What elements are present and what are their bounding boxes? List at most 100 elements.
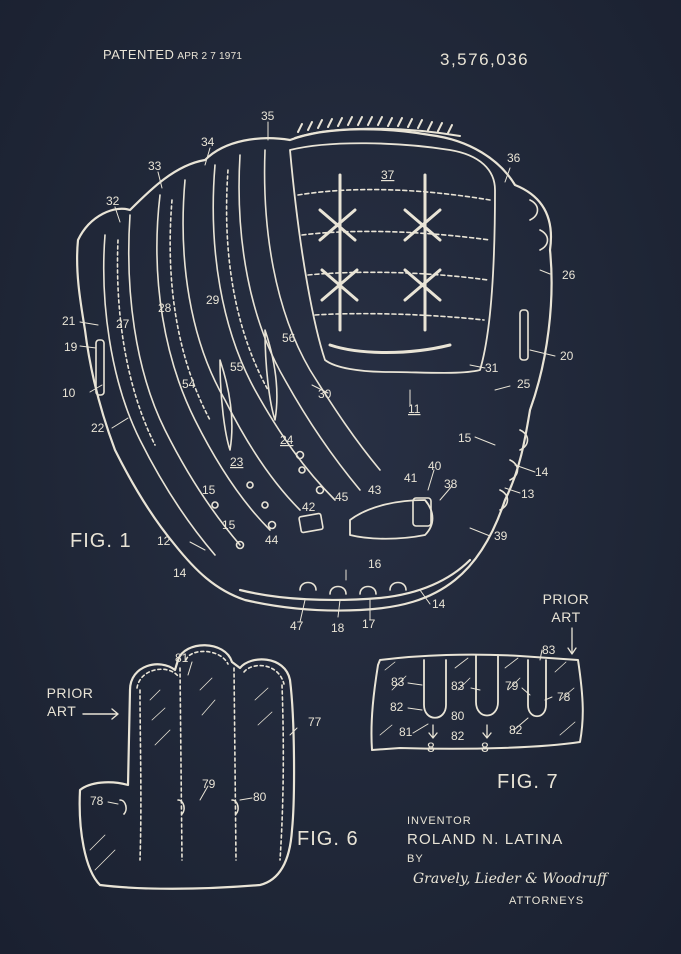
- ref6-80: 80: [253, 790, 267, 804]
- ref-32: 32: [106, 194, 120, 208]
- ref-56: 56: [282, 331, 296, 345]
- attorney-signature: Gravely, Lieder & Woodruff: [413, 871, 608, 887]
- ref-21: 21: [62, 314, 76, 328]
- ref-34: 34: [201, 135, 215, 149]
- finger-stall-5: [212, 164, 336, 501]
- ref-11: 11: [408, 402, 421, 416]
- strap-tab: [298, 512, 324, 534]
- ref-41: 41: [404, 471, 418, 485]
- ref7-83b: 83: [391, 675, 405, 689]
- thumb-lacing: [499, 199, 549, 511]
- ref-26: 26: [562, 268, 576, 282]
- ref-10: 10: [62, 386, 76, 400]
- ref7-81: 81: [399, 725, 413, 739]
- stall-seam-1: [116, 239, 156, 446]
- finger-stall-6: [238, 154, 361, 491]
- ref-39: 39: [494, 529, 508, 543]
- ref-23: 23: [230, 455, 244, 469]
- web-top-binding: [294, 116, 461, 139]
- fig7-outline: [370, 653, 584, 751]
- fig7-hatching: [379, 657, 576, 736]
- ref-22: 22: [91, 421, 105, 435]
- ref-45: 45: [335, 490, 349, 504]
- ref-38: 38: [444, 477, 458, 491]
- ref-31: 31: [485, 361, 499, 375]
- pinky-slot: [95, 339, 105, 396]
- ref-24: 24: [280, 433, 294, 447]
- ref-18: 18: [331, 621, 345, 635]
- web-rib-2: [301, 230, 491, 241]
- fig7-section-drawing: [370, 627, 584, 751]
- fig6-finger-dividers: [139, 667, 285, 861]
- wrist-strap: [349, 499, 434, 540]
- patented-label: PATENTED: [103, 47, 175, 62]
- strap-buckle: [412, 497, 432, 527]
- ref-13: 13: [521, 487, 535, 501]
- ref-28: 28: [158, 301, 172, 315]
- ref-29: 29: [206, 293, 220, 307]
- fig6-reference-numerals: 81 77 79 78 80: [90, 651, 322, 808]
- ref-15c: 15: [222, 518, 236, 532]
- ref-30: 30: [318, 387, 332, 401]
- fig7-leaders: [407, 649, 553, 734]
- vent-holes: [211, 450, 325, 550]
- fig6-prior-arrow: [82, 708, 119, 720]
- heel-binding: [238, 558, 472, 602]
- web-rib-1: [297, 188, 491, 201]
- fig1-label: FIG. 1: [70, 530, 132, 552]
- ref-25: 25: [517, 377, 531, 391]
- thumb-slot: [519, 309, 529, 361]
- ref-54: 54: [182, 377, 196, 391]
- ref7-8b: 8: [481, 739, 489, 755]
- fig6-hatching: [89, 677, 273, 871]
- ref-16: 16: [368, 557, 382, 571]
- ref-17: 17: [362, 617, 376, 631]
- ref7-82a: 82: [390, 700, 404, 714]
- ref-44: 44: [265, 533, 279, 547]
- fig6-stitch-outline: [136, 650, 285, 689]
- ref7-82b: 82: [451, 729, 465, 743]
- ref-55: 55: [230, 360, 244, 374]
- finger-stall-4: [182, 179, 301, 511]
- finger-stall-3: [156, 194, 271, 531]
- fig6-label: FIG. 6: [297, 828, 359, 850]
- ref7-83a: 83: [542, 643, 556, 657]
- stall-seam-3: [225, 169, 269, 391]
- web-pocket: [289, 142, 496, 374]
- leader-lines: [79, 121, 556, 623]
- ref-35: 35: [261, 109, 275, 123]
- ref-43: 43: [368, 483, 382, 497]
- ref-47: 47: [290, 619, 304, 633]
- ref7-82c: 82: [509, 723, 523, 737]
- fig7-finger-slots: [423, 654, 547, 719]
- patented-date: APR 2 7 1971: [177, 51, 243, 62]
- ref-19: 19: [64, 340, 78, 354]
- fig6-prior-line2: ART: [47, 703, 77, 719]
- ref-12: 12: [157, 534, 171, 548]
- web-lacing: [318, 173, 452, 354]
- fig6-finger-tips: [119, 799, 239, 815]
- palm-groove-1: [264, 329, 278, 421]
- ref6-81: 81: [175, 651, 189, 665]
- ref7-83c: 83: [451, 679, 465, 693]
- ref-42: 42: [302, 500, 316, 514]
- fig6-prior-line1: PRIOR: [46, 685, 94, 701]
- fig1-glove-drawing: [75, 116, 556, 623]
- finger-stall-7: [263, 149, 381, 471]
- ref6-78: 78: [90, 794, 104, 808]
- fig1-reference-numerals: 35 34 33 32 21 19 10 22 27 28 29 56 55 5…: [62, 109, 576, 635]
- inventor-name: ROLAND N. LATINA: [407, 831, 564, 848]
- fig6-prior-art-caption: PRIOR ART: [40, 684, 100, 720]
- attorneys-label: ATTORNEYS: [509, 895, 585, 907]
- fig6-leaders: [107, 661, 298, 805]
- fig7-arrows: [428, 627, 577, 739]
- ref-14c: 14: [432, 597, 446, 611]
- patent-number: 3,576,036: [440, 50, 530, 69]
- ref-15b: 15: [202, 483, 216, 497]
- fig7-label: FIG. 7: [497, 771, 559, 793]
- fig7-prior-art-caption: PRIOR ART: [536, 590, 596, 626]
- fig6-glove-drawing: [78, 644, 298, 890]
- ref7-79: 79: [505, 679, 519, 693]
